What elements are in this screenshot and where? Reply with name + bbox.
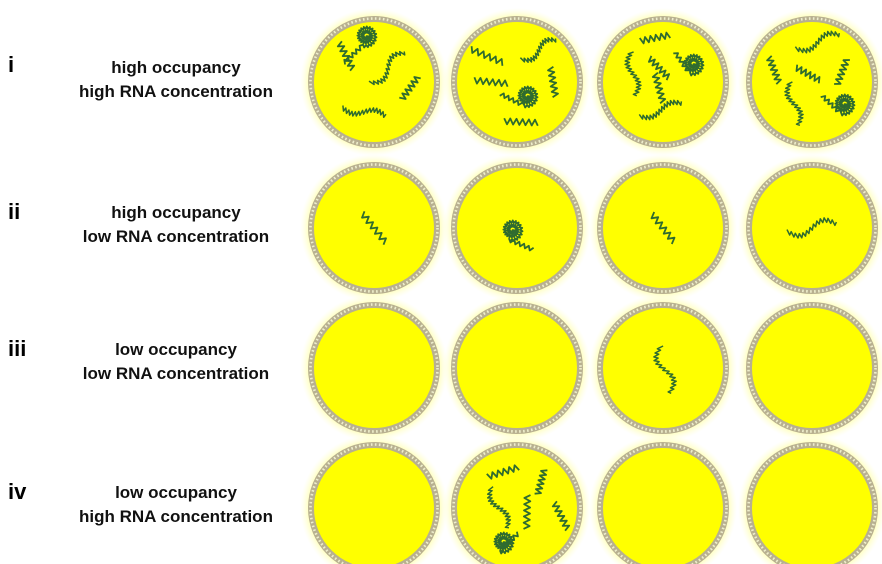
vesicle: [300, 434, 448, 564]
vesicle: [589, 154, 737, 302]
vesicle: [589, 434, 737, 564]
vesicle-lumen: [752, 308, 872, 428]
vesicle-lumen: [314, 308, 434, 428]
vesicle: [300, 8, 448, 156]
vesicle-lumen: [457, 308, 577, 428]
vesicle-lumen: [314, 448, 434, 564]
vesicle: [443, 294, 591, 442]
vesicle: [443, 8, 591, 156]
vesicle: [738, 8, 882, 156]
vesicle: [589, 8, 737, 156]
vesicle: [589, 294, 737, 442]
vesicle: [738, 294, 882, 442]
vesicle-lumen: [457, 22, 577, 142]
vesicle-lumen: [603, 22, 723, 142]
vesicle: [443, 154, 591, 302]
vesicle: [300, 294, 448, 442]
vesicle: [300, 154, 448, 302]
vesicle-lumen: [752, 448, 872, 564]
vesicle: [443, 434, 591, 564]
vesicle-lumen: [603, 448, 723, 564]
vesicle-lumen: [752, 22, 872, 142]
vesicle: [738, 154, 882, 302]
vesicle: [738, 434, 882, 564]
